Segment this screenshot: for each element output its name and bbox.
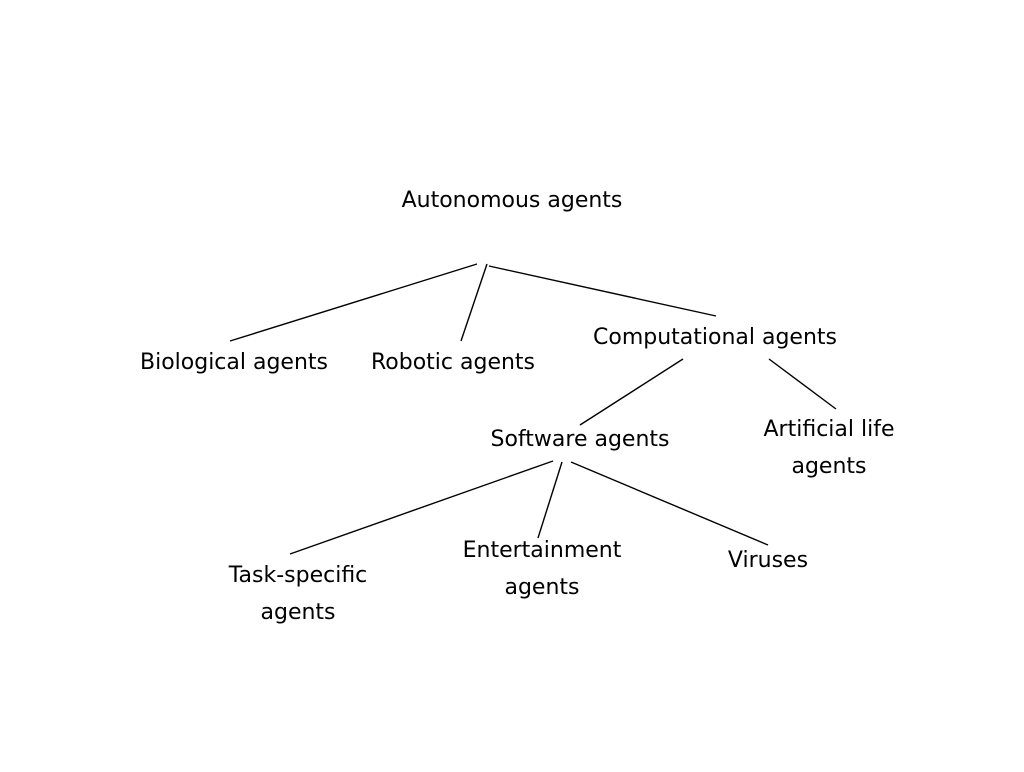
node-entertainment-agents-line-2: agents xyxy=(504,575,580,600)
edge-autonomous-computational xyxy=(488,265,717,317)
node-biological-agents-line-1: Biological agents xyxy=(139,350,329,375)
node-artificial-life-agents-line-2: agents xyxy=(791,454,867,479)
node-artificial-life-agents: Artificial life agents xyxy=(764,411,895,485)
node-viruses: Viruses xyxy=(728,542,808,579)
node-computational-agents: Computational agents xyxy=(593,319,837,356)
edge-software-entertainment xyxy=(537,461,563,539)
node-biological-agents: Biological agents xyxy=(140,344,328,381)
node-viruses-line-1: Viruses xyxy=(727,548,809,573)
edge-autonomous-biological xyxy=(229,263,478,342)
node-entertainment-agents-line-1: Entertainment xyxy=(462,538,622,563)
node-robotic-agents-line-1: Robotic agents xyxy=(370,350,536,375)
node-task-specific-agents: Task-specific agents xyxy=(229,557,368,631)
node-artificial-life-agents-line-1: Artificial life xyxy=(763,417,895,442)
node-autonomous-agents: Autonomous agents xyxy=(402,182,623,219)
node-robotic-agents: Robotic agents xyxy=(371,344,535,381)
edge-autonomous-robotic xyxy=(460,263,488,342)
edge-software-viruses xyxy=(570,461,769,546)
node-software-agents: Software agents xyxy=(491,421,670,458)
edge-software-task-specific xyxy=(289,460,554,555)
node-computational-agents-line-1: Computational agents xyxy=(592,325,838,350)
edge-computational-artificial-life xyxy=(768,358,837,410)
node-entertainment-agents: Entertainment agents xyxy=(463,532,622,606)
node-task-specific-agents-line-2: agents xyxy=(260,600,336,625)
edge-computational-software xyxy=(579,358,684,426)
node-software-agents-line-1: Software agents xyxy=(490,427,670,452)
node-task-specific-agents-line-1: Task-specific xyxy=(228,563,368,588)
node-autonomous-agents-line-1: Autonomous agents xyxy=(401,188,623,213)
